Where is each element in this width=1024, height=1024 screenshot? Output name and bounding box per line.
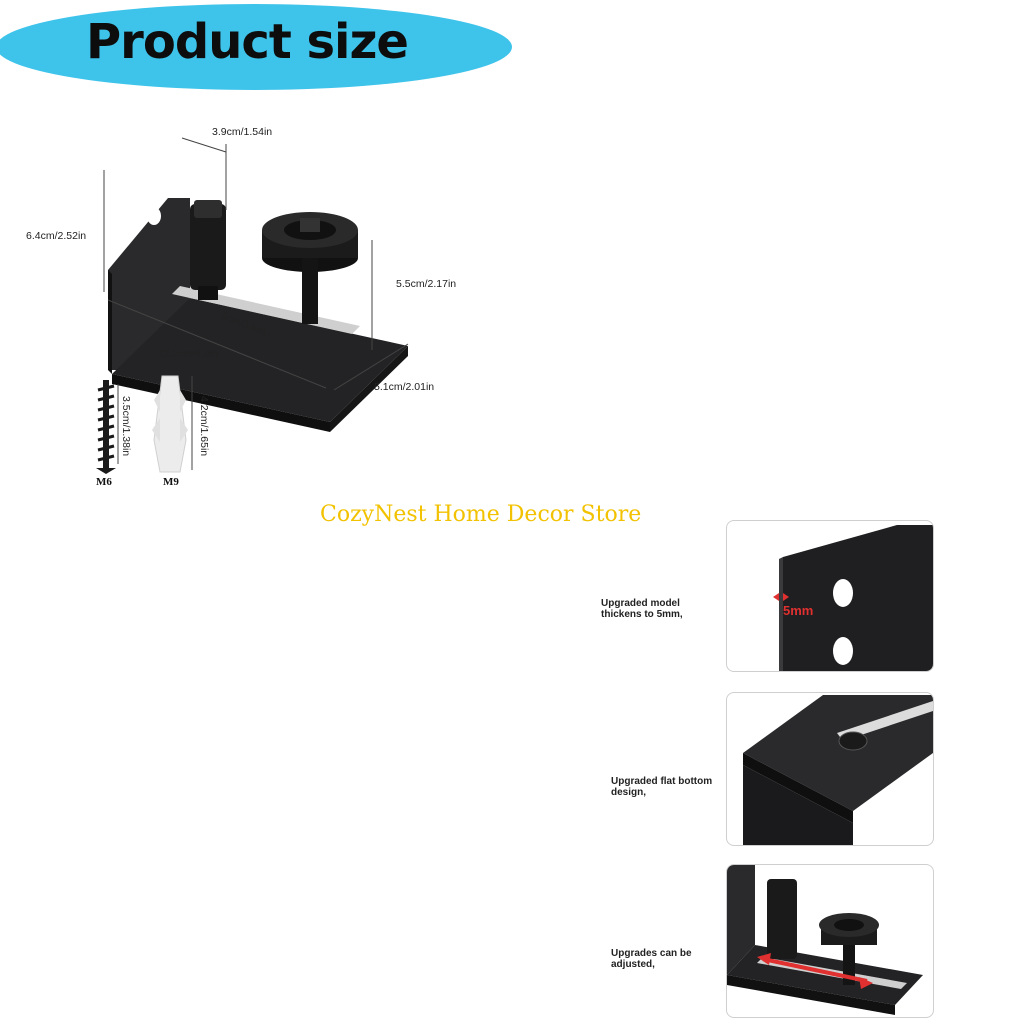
screw-icon — [96, 468, 116, 474]
feature-image-flat-bottom — [726, 692, 934, 846]
height-dimension-label: 6.4cm/2.52in — [26, 230, 87, 242]
length-dimension-label: 12.2cm/4.8in — [158, 348, 219, 360]
depth-dimension-label: 3.9cm/1.54in — [212, 126, 273, 138]
feature-text-thickness: Upgraded model thickens to 5mm, — [601, 598, 683, 620]
screw-size-label: M6 — [96, 476, 112, 488]
anchor-size-label: M9 — [163, 476, 179, 488]
back-plate — [108, 198, 190, 370]
feature-text-adjustable: Upgrades can be adjusted, — [611, 948, 692, 970]
wheel-height-dimension-label: 5.5cm/2.17in — [396, 278, 457, 290]
wall-anchor-icon — [152, 375, 188, 473]
header-banner — [0, 4, 512, 90]
door-guide-drawing — [96, 137, 409, 474]
width-dimension-label: 5.1cm/2.01in — [374, 381, 435, 393]
mount-hole-icon — [147, 207, 161, 225]
anchor-dimension-label: 4.2cm/1.65in — [198, 396, 210, 457]
base-plate — [112, 298, 408, 422]
screw-dimension-label: 3.5cm/1.38in — [120, 396, 132, 457]
feature-image-thickness: 5mm — [726, 520, 934, 672]
feature-image-adjustable — [726, 864, 934, 1018]
guide-pin — [190, 204, 226, 290]
mount-hole-icon — [149, 171, 163, 189]
feature-text-flat-bottom: Upgraded flat bottom design, — [611, 776, 713, 798]
store-watermark: CozyNest Home Decor Store — [320, 502, 642, 527]
page-title: Product size — [86, 14, 409, 70]
product-diagram: 3.9cm/1.54in 6.4cm/2.52in 5.5cm/2.17in 9… — [0, 100, 480, 510]
thickness-badge: 5mm — [783, 603, 814, 618]
